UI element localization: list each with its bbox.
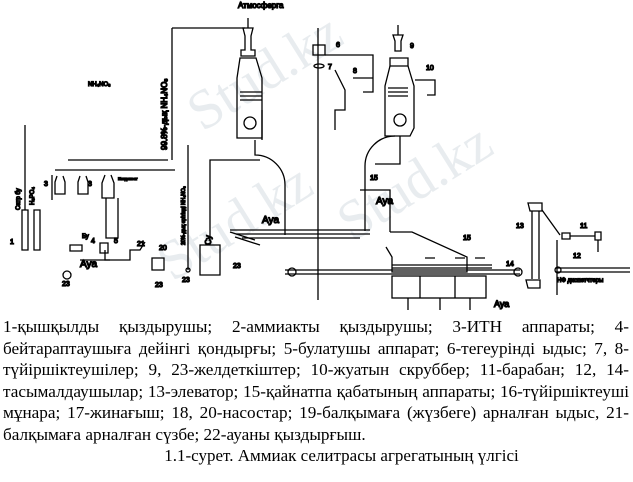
label-condensate: Конденсат [118, 176, 138, 181]
process-flow-diagram: Атмосферга NH₄NO₃ 99.8%-дық NH₄NO₃ 20%-д… [9, 0, 630, 310]
label-air-mid: Ауа [262, 215, 279, 226]
label-air-left: Ауа [80, 259, 97, 270]
label-n4: 4 [91, 238, 95, 245]
label-n3b: 3 [88, 181, 92, 188]
label-solution-20: 20%-дық ерітінді NH₄NO₃ [181, 186, 187, 245]
label-n6: 6 [336, 42, 340, 49]
label-n13: 13 [516, 223, 524, 230]
label-h3po4: H₃PO₄ [30, 187, 36, 205]
label-n11: 11 [580, 223, 587, 230]
label-air-right: Ауа [376, 196, 393, 207]
label-n1: 1 [10, 239, 14, 246]
label-n23d: 23 [233, 263, 241, 270]
label-melt-998: 99.8%-дық NH₄NO₃ [160, 78, 169, 150]
figure-legend: 1-қышқылды қыздырушы; 2-аммиакты қыздыру… [3, 317, 629, 444]
label-n9: 9 [410, 43, 414, 50]
label-n14: 14 [506, 261, 514, 268]
label-n15a: 15 [370, 175, 378, 182]
label-n8: 8 [353, 68, 357, 75]
pressure-tank [312, 28, 374, 300]
label-n15b: 15 [463, 235, 471, 242]
label-water: Су [204, 235, 213, 245]
label-atmosphere: Атмосферга [238, 1, 284, 10]
scrubber-tower [364, 25, 436, 231]
label-n23b: 23 [155, 282, 163, 289]
label-n10: 10 [426, 65, 434, 72]
neutralizer-section [21, 125, 260, 280]
granulation-tower-left [236, 18, 286, 235]
fluidized-bed-apparatus [229, 189, 523, 310]
label-steam: Бу [82, 234, 89, 240]
label-air-bottom: Ауа [494, 299, 509, 309]
label-n3a: 3 [44, 181, 48, 188]
label-n7: 7 [328, 64, 332, 71]
label-nh4no3: NH₄NO₃ [88, 82, 111, 88]
label-n23a: 23 [62, 281, 70, 288]
label-n23c: 23 [182, 277, 190, 284]
figure-caption: 1.1-сурет. Аммиак селитрасы агрегатының … [164, 446, 519, 465]
label-steam-sat: Сатр бу [16, 188, 22, 210]
melt-pipe [171, 27, 245, 160]
label-n12: 12 [573, 253, 581, 260]
label-n20: 20 [159, 245, 167, 252]
label-n5: 5 [114, 238, 118, 245]
label-n21: 21 [137, 241, 145, 248]
elevator-and-drum [525, 202, 630, 295]
label-dispatchers: НФ диспетчтеры [557, 278, 603, 284]
